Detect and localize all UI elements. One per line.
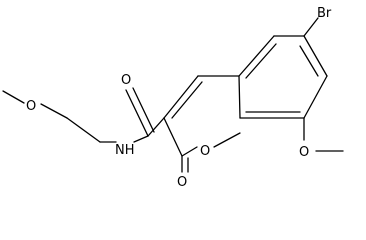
- bond-c8a-c4a: [238, 75, 241, 119]
- bond-c2-oring: [181, 146, 198, 157]
- bond-ch2-ch2: [66, 117, 101, 143]
- atom-label-o-lactone: O: [177, 175, 187, 189]
- atom-label-o-ring: O: [200, 144, 210, 159]
- bond-carbonyl-c-c3: [147, 117, 165, 137]
- bond-c3-c4: [163, 75, 199, 119]
- bond-methyl-o: [2, 90, 25, 104]
- bond-n-carbonyl-c: [133, 135, 149, 143]
- atom-label-nh: NH: [115, 143, 135, 158]
- bond-carbonyl-c-o-b: [132, 87, 155, 133]
- lactone-carbonyl-bonds: [181, 155, 189, 173]
- bond-c7-c8: [303, 75, 328, 119]
- bond-c3-c2: [163, 117, 183, 157]
- bond-c6-c7-inner: [299, 45, 319, 77]
- atom-label-br: Br: [317, 6, 332, 21]
- pyranone-ring-bonds: [163, 75, 241, 157]
- atom-label-o-amide: O: [121, 73, 131, 88]
- methoxyethyl-chain-bonds: [2, 90, 149, 143]
- bond-carbonyl-c-o-a: [125, 89, 149, 137]
- substituent-bonds: [303, 17, 344, 152]
- bond-c6-br: [303, 17, 319, 37]
- bond-c6-c7: [303, 35, 328, 77]
- chemical-structure: Br O NH O O O O: [2, 6, 344, 189]
- bond-c4a-c5: [238, 35, 275, 77]
- bond-c3-c4-inner: [171, 81, 203, 119]
- bond-o-ch2: [40, 103, 68, 119]
- atom-label-o-methoxy-chain: O: [26, 99, 36, 114]
- benzene-ring-bonds: [238, 35, 328, 119]
- atom-label-o-methoxy-ring: O: [299, 145, 309, 160]
- amide-carbonyl-bonds: [125, 87, 165, 137]
- bond-c4a-c5-inner: [245, 43, 277, 79]
- bond-oring-c8a: [213, 132, 241, 148]
